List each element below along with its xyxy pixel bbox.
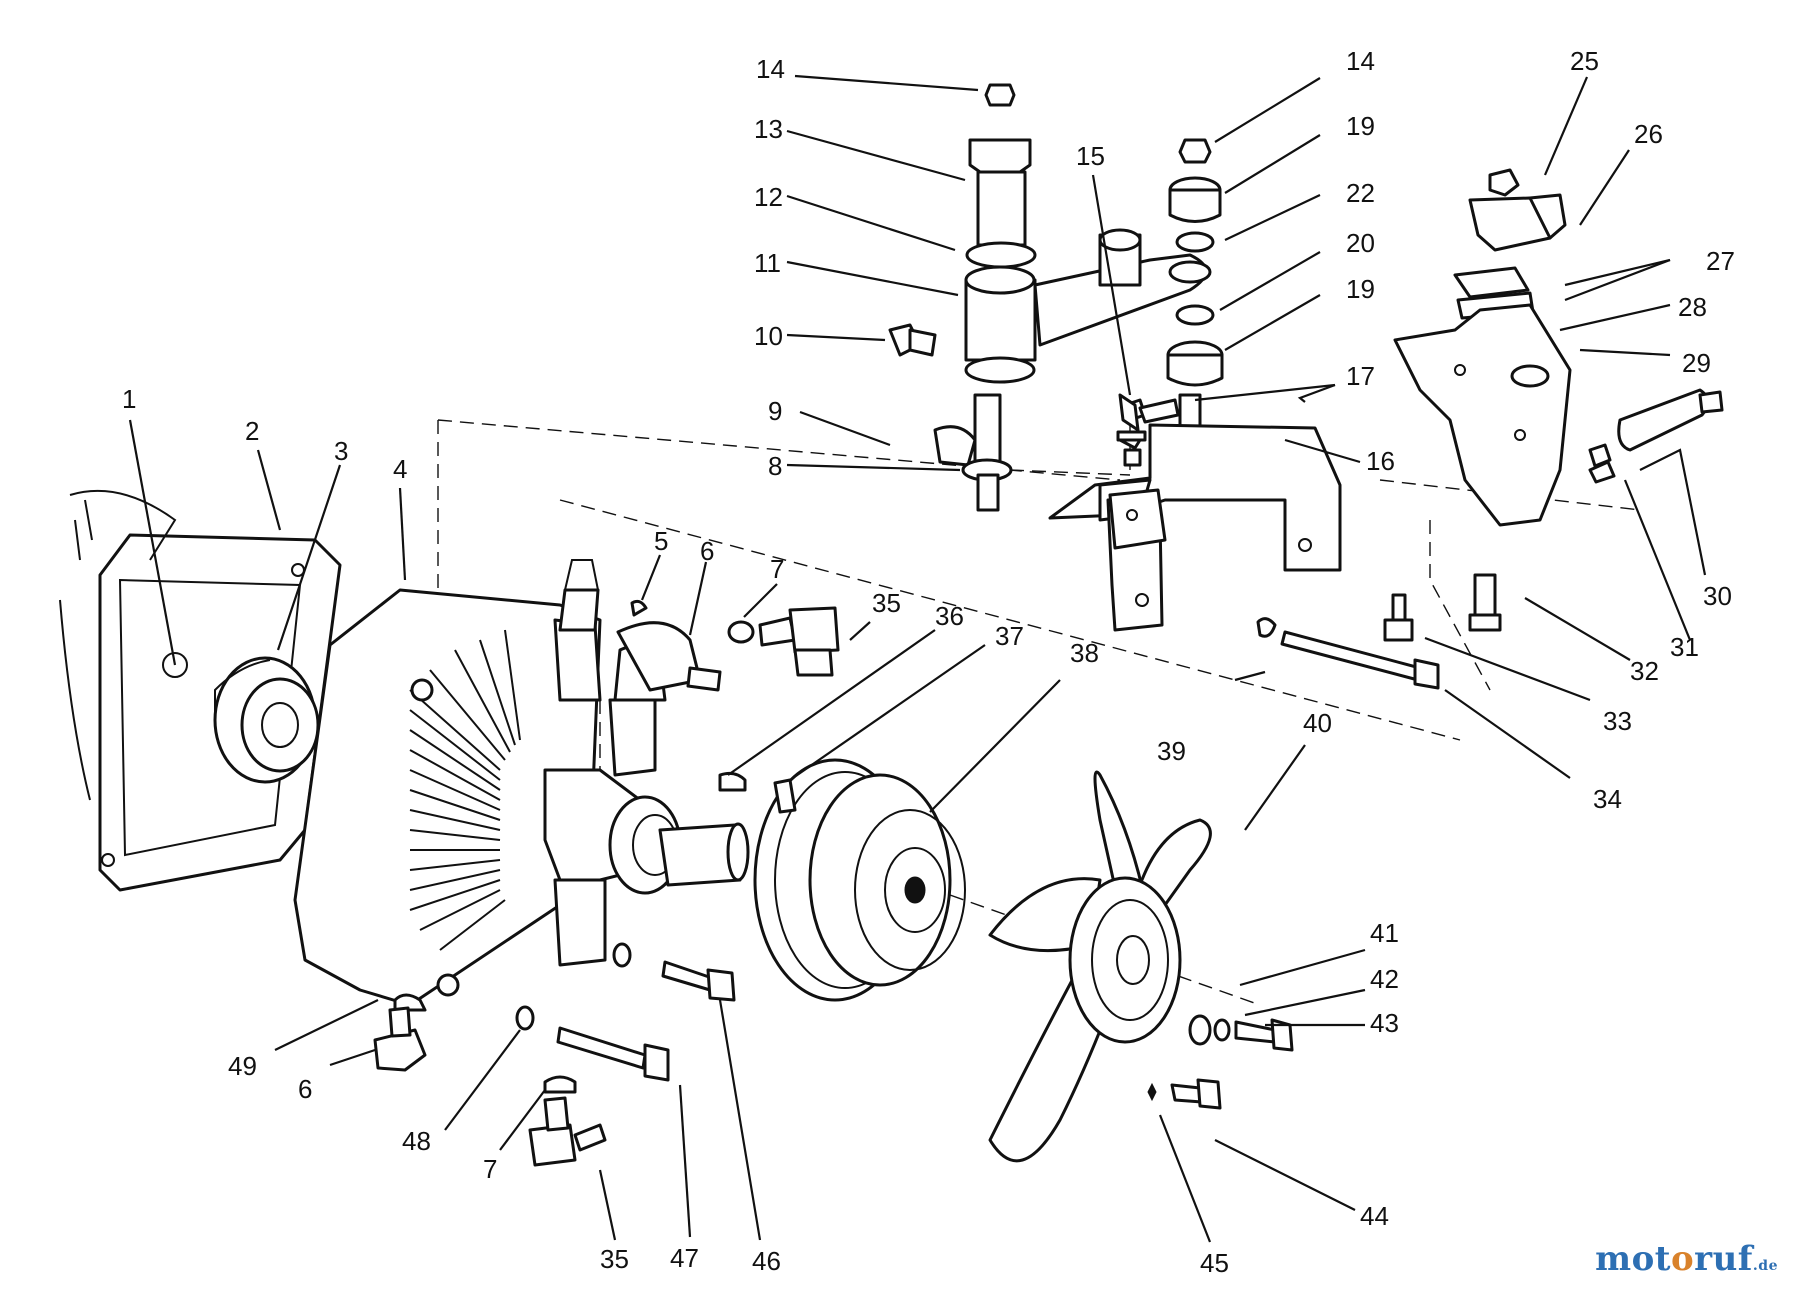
callout-9: 9 bbox=[768, 396, 782, 426]
callout-46: 46 bbox=[752, 1246, 781, 1276]
fan-part bbox=[988, 770, 1212, 1163]
engine-housing-fragment bbox=[59, 489, 177, 801]
watermark-tld: .de bbox=[1752, 1258, 1778, 1274]
drive-hub-part bbox=[213, 656, 320, 784]
shaft-part bbox=[658, 822, 750, 887]
callout-19: 19 bbox=[1346, 111, 1375, 141]
callout-32: 32 bbox=[1630, 656, 1659, 686]
callout-19b: 19 bbox=[1346, 274, 1375, 304]
callout-49: 49 bbox=[228, 1051, 257, 1081]
callout-26: 26 bbox=[1634, 119, 1663, 149]
callout-16: 16 bbox=[1366, 446, 1395, 476]
callout-labels: 14 13 12 11 10 9 8 15 14 19 22 20 19 17 … bbox=[122, 46, 1735, 1278]
callout-27: 27 bbox=[1706, 246, 1735, 276]
callout-30: 30 bbox=[1703, 581, 1732, 611]
callout-17: 17 bbox=[1346, 361, 1375, 391]
callout-15: 15 bbox=[1076, 141, 1105, 171]
callout-14: 14 bbox=[756, 54, 785, 84]
callout-13: 13 bbox=[754, 114, 783, 144]
watermark-part-1: mot bbox=[1595, 1239, 1671, 1279]
long-bolt bbox=[1256, 617, 1440, 690]
callout-4: 4 bbox=[393, 454, 407, 484]
callout-33: 33 bbox=[1603, 706, 1632, 736]
callout-14b: 14 bbox=[1346, 46, 1375, 76]
callout-47: 47 bbox=[670, 1243, 699, 1273]
callout-1: 1 bbox=[122, 384, 136, 414]
callout-10: 10 bbox=[754, 321, 783, 351]
callout-28: 28 bbox=[1678, 292, 1707, 322]
callout-37: 37 bbox=[995, 621, 1024, 651]
callout-39: 39 bbox=[1157, 736, 1186, 766]
callout-7b: 7 bbox=[483, 1154, 497, 1184]
fan-hardware bbox=[1147, 1014, 1294, 1110]
watermark-part-2: o bbox=[1670, 1239, 1695, 1279]
callout-34: 34 bbox=[1593, 784, 1622, 814]
callout-40: 40 bbox=[1303, 708, 1332, 738]
callout-22: 22 bbox=[1346, 178, 1375, 208]
callout-3: 3 bbox=[334, 436, 348, 466]
callout-20: 20 bbox=[1346, 228, 1375, 258]
callout-44: 44 bbox=[1360, 1201, 1389, 1231]
callout-36: 36 bbox=[935, 601, 964, 631]
leader-lines bbox=[128, 74, 1707, 1243]
pulley-part bbox=[753, 758, 966, 1002]
callout-42: 42 bbox=[1370, 964, 1399, 994]
callout-48: 48 bbox=[402, 1126, 431, 1156]
callout-7: 7 bbox=[770, 554, 784, 584]
callout-6: 6 bbox=[700, 536, 714, 566]
callout-35: 35 bbox=[872, 588, 901, 618]
callout-11: 11 bbox=[754, 248, 781, 278]
callout-43: 43 bbox=[1370, 1008, 1399, 1038]
callout-45: 45 bbox=[1200, 1248, 1229, 1278]
callout-31: 31 bbox=[1670, 632, 1699, 662]
right-bracket bbox=[1383, 168, 1724, 642]
callout-8: 8 bbox=[768, 451, 782, 481]
watermark-part-3: ruf bbox=[1694, 1239, 1753, 1279]
callout-12: 12 bbox=[754, 182, 783, 212]
callout-2: 2 bbox=[245, 416, 259, 446]
callout-35b: 35 bbox=[600, 1244, 629, 1274]
upper-fittings bbox=[616, 599, 840, 814]
motoruf-watermark: motoruf.de bbox=[1595, 1239, 1778, 1279]
mount-bracket bbox=[1048, 138, 1342, 632]
callout-41: 41 bbox=[1370, 918, 1399, 948]
callout-6b: 6 bbox=[298, 1074, 312, 1104]
callout-5: 5 bbox=[654, 526, 668, 556]
lower-hardware bbox=[373, 942, 736, 1167]
callout-25: 25 bbox=[1570, 46, 1599, 76]
callout-38: 38 bbox=[1070, 638, 1099, 668]
callout-29: 29 bbox=[1682, 348, 1711, 378]
